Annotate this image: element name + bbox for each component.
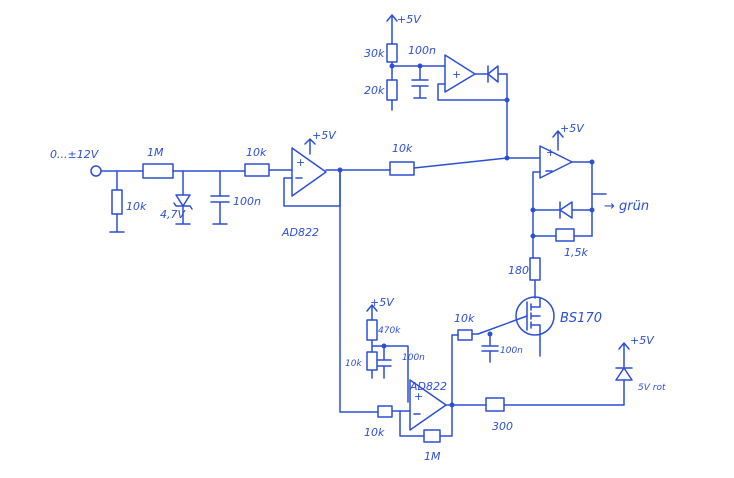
resistor-10k-input — [111, 189, 123, 215]
resistor-10k-mid — [389, 161, 415, 176]
resistor-10k-input-label: 10k — [126, 200, 147, 213]
junction-diode-fb-l — [530, 207, 536, 213]
mosfet-bs170 — [515, 296, 555, 336]
resistor-180-label: 180 — [508, 264, 529, 277]
led-label: 5V rot — [638, 383, 666, 393]
resistor-300 — [485, 397, 505, 412]
opamp1 — [291, 147, 327, 197]
opamp2-part-label: AD822 — [409, 380, 447, 393]
opamp-top — [444, 54, 476, 93]
wire-diode-top — [497, 73, 508, 159]
resistor-1m-fb-label: 1M — [424, 450, 441, 463]
wire-1m-fb-left — [399, 410, 425, 437]
resistor-1m — [142, 163, 174, 179]
resistor-20k-label: 20k — [364, 84, 385, 97]
resistor-10k-in2-label: 10k — [364, 426, 385, 439]
led-supply-label: +5V — [630, 334, 655, 347]
capacitor-100n-low-label: 100n — [402, 353, 425, 363]
resistor-10k-mid-label: 10k — [392, 142, 413, 155]
opamp3 — [539, 145, 573, 179]
resistor-30k-label: 30k — [364, 47, 385, 60]
opamp1-plus: + — [296, 156, 305, 169]
resistor-1-5k — [555, 228, 575, 242]
opamp2 — [409, 379, 447, 431]
wire-to-led — [503, 379, 625, 406]
opamp3-supply-label: +5V — [560, 122, 585, 135]
zener-label: 4,7V — [160, 208, 186, 221]
input-terminal — [90, 165, 102, 177]
opamp1-supply-label: +5V — [312, 129, 337, 142]
ground-zener — [175, 205, 191, 225]
capacitor-100n-gate — [481, 333, 499, 363]
capacitor-100n-top — [411, 65, 429, 99]
led-red — [615, 367, 633, 381]
wire-mosfet-gate — [471, 315, 528, 335]
capacitor-100n-top-label: 100n — [408, 44, 436, 57]
capacitor-100n — [210, 195, 230, 203]
resistor-1-5k-label: 1,5k — [564, 246, 588, 259]
resistor-180 — [529, 257, 541, 281]
resistor-10k-gate-label: 10k — [454, 312, 475, 325]
junction-top-fb — [504, 97, 510, 103]
capacitor-100n-low — [376, 345, 392, 379]
diode-feedback — [532, 201, 593, 219]
input-voltage-label: 0...±12V — [50, 148, 100, 161]
lower-supply-arrow — [366, 304, 378, 321]
resistor-1m-label: 1M — [147, 146, 164, 159]
top-supply-label: +5V — [397, 13, 422, 26]
resistor-10k-opamp1-label: 10k — [246, 146, 267, 159]
junction-diode-fb-r — [589, 207, 595, 213]
junction-opamp3-out — [589, 159, 595, 165]
resistor-470k — [366, 319, 378, 341]
opamp3-plus: + — [546, 146, 555, 159]
lower-supply-label: +5V — [370, 296, 395, 309]
resistor-10k-div-label: 10k — [345, 359, 362, 369]
ground-cap-100n — [212, 201, 228, 225]
junction-1-5k — [530, 233, 536, 239]
top-supply-arrow — [386, 14, 398, 45]
resistor-10k-div — [366, 351, 378, 371]
wire-opamp3-minus — [532, 171, 541, 259]
resistor-30k — [386, 43, 398, 63]
opamp1-part-label: AD822 — [281, 226, 319, 239]
ground-10k-input — [109, 213, 125, 233]
opamp3-supply-arrow — [552, 130, 564, 151]
opamp-top-feedback — [437, 83, 508, 101]
led-supply-arrow — [618, 342, 630, 369]
resistor-470k-label: 470k — [378, 326, 401, 336]
capacitor-100n-label: 100n — [233, 195, 261, 208]
opamp1-supply-arrow — [304, 138, 316, 155]
capacitor-100n-gate-label: 100n — [500, 346, 523, 356]
resistor-10k-opamp1 — [244, 163, 270, 177]
wire-1m-fb-right — [439, 404, 453, 437]
resistor-10k-in2 — [377, 405, 393, 418]
junction-ref — [389, 63, 395, 69]
mosfet-label: BS170 — [560, 311, 602, 326]
output-green-label: → grün — [604, 199, 649, 214]
junction-gate-cap — [487, 331, 493, 337]
resistor-10k-gate — [457, 329, 473, 341]
resistor-300-label: 300 — [492, 420, 513, 433]
wire-to-opamp3 — [413, 157, 541, 169]
wire-opamp3-out — [571, 161, 593, 237]
wire-gate-opamp2 — [451, 334, 459, 407]
wire-down-to-opamp2 — [339, 169, 379, 413]
opamp-top-plus: + — [452, 68, 461, 81]
diode-top — [487, 65, 499, 83]
opamp2-plus: + — [414, 390, 423, 403]
resistor-1m-fb — [423, 429, 441, 443]
resistor-20k — [386, 79, 398, 101]
